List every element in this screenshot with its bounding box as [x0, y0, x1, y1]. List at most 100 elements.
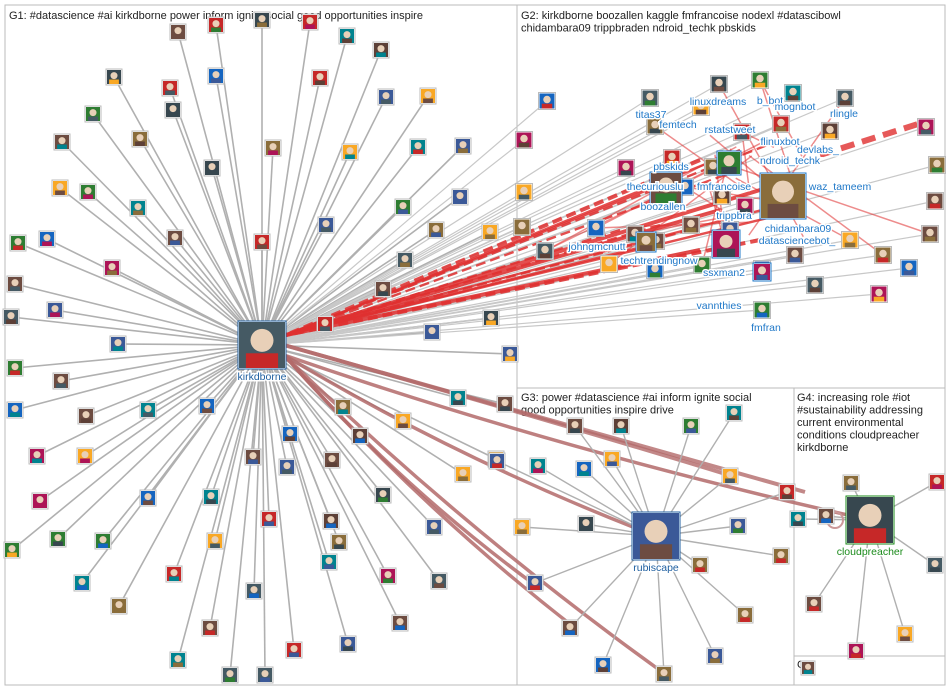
g1-node[interactable] [109, 335, 127, 353]
g1-node[interactable] [285, 641, 303, 659]
g1-node[interactable] [425, 518, 443, 536]
g2-node[interactable] [692, 98, 710, 116]
g3-node[interactable] [603, 450, 621, 468]
g1-node[interactable] [166, 229, 184, 247]
g2-node[interactable] [836, 89, 854, 107]
g2-node[interactable] [736, 197, 754, 215]
g1-node[interactable] [322, 512, 340, 530]
g2-node-large[interactable] [635, 231, 657, 253]
g1-node[interactable] [394, 198, 412, 216]
g1-node[interactable] [334, 398, 352, 416]
g4-node[interactable] [842, 474, 860, 492]
g1-node[interactable] [419, 87, 437, 105]
g1-node[interactable] [9, 234, 27, 252]
g4-node[interactable] [817, 507, 835, 525]
g1-node[interactable] [323, 451, 341, 469]
g1-node[interactable] [377, 88, 395, 106]
g1-node[interactable] [256, 666, 274, 684]
g1-node[interactable] [454, 465, 472, 483]
g3-node[interactable] [691, 556, 709, 574]
g3-node[interactable] [575, 460, 593, 478]
g2-node[interactable] [772, 115, 790, 133]
g2-node[interactable] [921, 225, 939, 243]
g2-node[interactable] [841, 231, 859, 249]
g2-node[interactable] [646, 261, 664, 279]
g2-node[interactable] [536, 242, 554, 260]
g1-node[interactable] [341, 143, 359, 161]
g1-node[interactable] [423, 323, 441, 341]
g1-node[interactable] [320, 553, 338, 571]
g1-node[interactable] [49, 530, 67, 548]
g1-node[interactable] [264, 139, 282, 157]
g4-node[interactable] [896, 625, 914, 643]
g2-node[interactable] [515, 183, 533, 201]
g1-node[interactable] [46, 301, 64, 319]
g2-node[interactable] [917, 118, 935, 136]
g1-node[interactable] [38, 230, 56, 248]
g1-node[interactable] [374, 280, 392, 298]
g1-node[interactable] [3, 541, 21, 559]
g1-node[interactable] [207, 67, 225, 85]
g3-node[interactable] [706, 647, 724, 665]
g1-node[interactable] [201, 619, 219, 637]
g1-node[interactable] [77, 407, 95, 425]
g1-node[interactable] [244, 448, 262, 466]
g1-node[interactable] [28, 447, 46, 465]
g2-node[interactable] [900, 259, 918, 277]
g1-node[interactable] [110, 597, 128, 615]
g1-node[interactable] [206, 532, 224, 550]
g2-node[interactable] [617, 159, 635, 177]
g1-node[interactable] [207, 16, 225, 34]
g2-node[interactable] [870, 285, 888, 303]
g1-node[interactable] [379, 567, 397, 585]
g1-node[interactable] [316, 315, 334, 333]
g1-node[interactable] [169, 651, 187, 669]
g3-node[interactable] [488, 452, 506, 470]
g1-node[interactable] [165, 565, 183, 583]
g1-node[interactable] [129, 199, 147, 217]
g1-node[interactable] [454, 137, 472, 155]
g2-node-large[interactable] [649, 171, 683, 205]
g2-node[interactable] [786, 246, 804, 264]
g1-node[interactable] [84, 105, 102, 123]
g1-node[interactable] [73, 574, 91, 592]
g2-node[interactable] [713, 187, 731, 205]
g1-node[interactable] [169, 23, 187, 41]
g1-node[interactable] [6, 359, 24, 377]
g5-node[interactable] [800, 660, 816, 676]
g1-node[interactable] [76, 447, 94, 465]
g1-node[interactable] [427, 221, 445, 239]
g2-node[interactable] [821, 122, 839, 140]
g3-node[interactable] [725, 404, 743, 422]
g1-node[interactable] [2, 308, 20, 326]
g2-node[interactable] [784, 84, 802, 102]
g3-node[interactable] [736, 606, 754, 624]
g3-node[interactable] [561, 619, 579, 637]
g1-node[interactable] [51, 179, 69, 197]
g2-node[interactable] [600, 255, 618, 273]
g1-node[interactable] [281, 425, 299, 443]
g1-node[interactable] [317, 216, 335, 234]
g2-node[interactable] [693, 256, 711, 274]
g2-node[interactable] [928, 156, 946, 174]
g2-node[interactable] [513, 218, 531, 236]
g2-node[interactable] [751, 71, 769, 89]
g1-node[interactable] [330, 533, 348, 551]
g3-node[interactable] [655, 665, 673, 683]
g3-node[interactable] [772, 547, 790, 565]
g1-node[interactable] [245, 582, 263, 600]
g1-node[interactable] [164, 101, 182, 119]
g2-node[interactable] [806, 276, 824, 294]
g1-node[interactable] [139, 489, 157, 507]
g1-node[interactable] [311, 69, 329, 87]
g2-node-large[interactable] [716, 150, 742, 176]
g3-node[interactable] [594, 656, 612, 674]
g2-node[interactable] [646, 117, 664, 135]
g2-node[interactable] [926, 192, 944, 210]
g1-node[interactable] [482, 309, 500, 327]
g1-node[interactable] [52, 372, 70, 390]
g1-node[interactable] [53, 133, 71, 151]
g1-node[interactable] [6, 401, 24, 419]
g1-node[interactable] [198, 397, 216, 415]
g3-node[interactable] [526, 574, 544, 592]
